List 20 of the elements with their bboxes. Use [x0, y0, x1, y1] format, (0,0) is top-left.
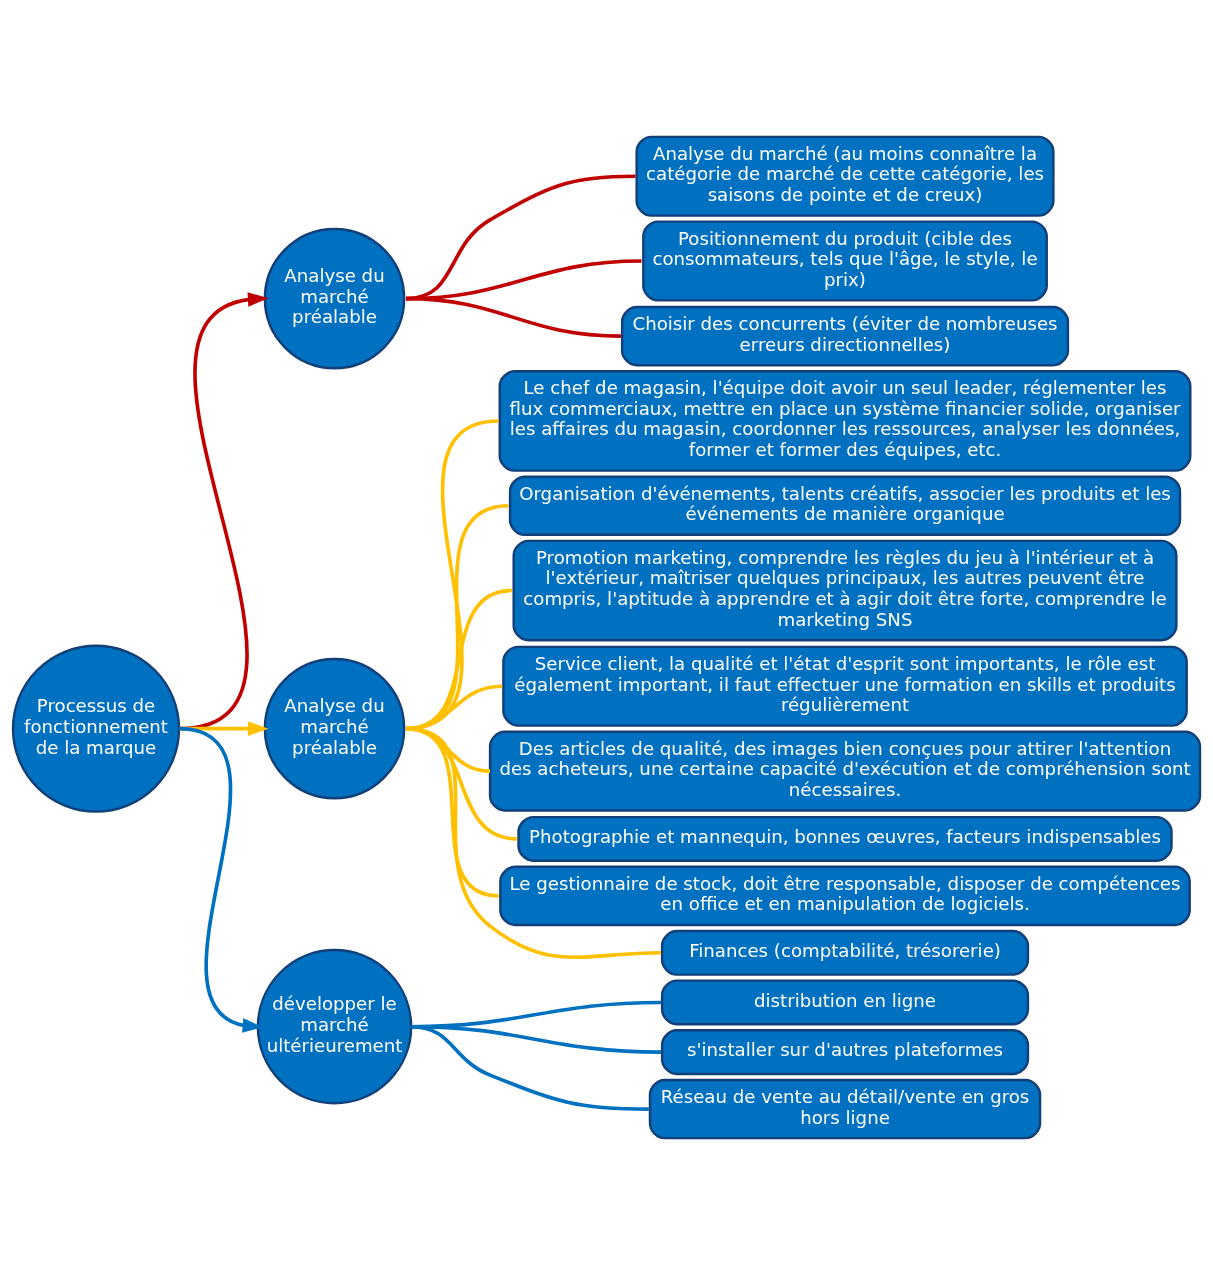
node-circle: Processus de fonctionnement de la marque	[11, 644, 181, 813]
node-circle: Analyse du marché préalable	[263, 657, 406, 800]
node-box: Choisir des concurrents (éviter de nombreuses erreurs directionnelles)	[620, 305, 1070, 367]
connector	[405, 296, 621, 338]
node-box: Promotion marketing, comprendre les règles du jeu à l'intérieur et à l'extérieur, maîtriser quelques principaux, les autres peuvent être compris, l'aptitude à apprendre et à agir doit être forte, comprendre le marketing SNS	[512, 539, 1178, 642]
node-box: Service client, la qualité et l'état d'esprit sont importants, le rôle est également important, il faut effectuer une formation en skills et produits régulièrement	[502, 645, 1188, 727]
node-box: Organisation d'événements, talents créatifs, associer les produits et les événements de manière organique	[508, 475, 1182, 537]
node-box: Le chef de magasin, l'équipe doit avoir un seul leader, réglementer les flux commerciaux, mettre en place un système financier solide, organiser les affaires du magasin, coordonner les ressources, analyser les données, former et former des équipes, etc.	[498, 370, 1192, 472]
node-box: distribution en ligne	[660, 979, 1030, 1026]
node-box: Des articles de qualité, des images bien conçues pour attirer l'attention des acheteurs, une certaine capacité d'exécution et de compréhension sont nécessaires.	[488, 730, 1202, 812]
node-box: Réseau de vente au détail/vente en gros hors ligne	[648, 1078, 1042, 1140]
node-box: Finances (comptabilité, trésorerie)	[660, 929, 1030, 976]
node-box: Positionnement du produit (cible des consommateurs, tels que l'âge, le style, le prix)	[642, 220, 1048, 302]
node-circle: Analyse du marché préalable	[263, 227, 406, 370]
node-circle: développer le marché ultérieurement	[256, 948, 413, 1105]
connector	[405, 726, 661, 959]
node-box: Analyse du marché (au moins connaître la catégorie de marché de cette catégorie, les saisons de pointe et de creux)	[635, 135, 1055, 217]
node-box: Photographie et mannequin, bonnes œuvres, facteurs indispensables	[517, 815, 1173, 862]
node-box: Le gestionnaire de stock, doit être responsable, disposer de compétences en office et en manipulation de logiciels.	[499, 865, 1191, 927]
node-box: s'installer sur d'autres plateformes	[660, 1029, 1030, 1076]
